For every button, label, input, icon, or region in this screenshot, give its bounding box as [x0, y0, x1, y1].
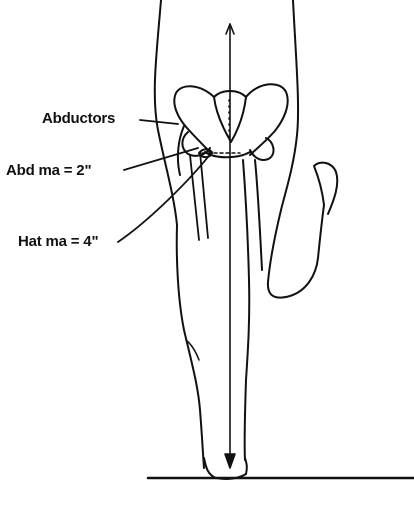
stance-foot	[204, 458, 247, 479]
hat-moment-arm-label: Hat ma = 4"	[18, 233, 98, 250]
swing-leg-inner-curve	[255, 160, 262, 270]
abductor-moment-arm-label: Abd ma = 2"	[6, 162, 91, 179]
femur-shaft	[190, 152, 208, 240]
right-hip-socket	[250, 138, 273, 160]
stance-leg-outer	[177, 225, 204, 468]
left-iliac-wing	[174, 86, 214, 152]
abductor-muscle	[178, 126, 184, 175]
abd-ma-leader	[124, 148, 198, 170]
abductors-leader	[140, 120, 178, 124]
swing-leg-outline	[268, 205, 324, 298]
right-iliac-wing	[246, 84, 288, 155]
stance-leg-inner	[243, 160, 249, 460]
pubic-symphysis	[199, 149, 250, 157]
swing-leg-calf	[314, 163, 337, 214]
right-torso-outline	[281, 0, 298, 210]
abductors-label: Abductors	[42, 110, 115, 127]
gravity-arrowhead	[225, 454, 235, 468]
left-torso-outline	[155, 0, 177, 225]
